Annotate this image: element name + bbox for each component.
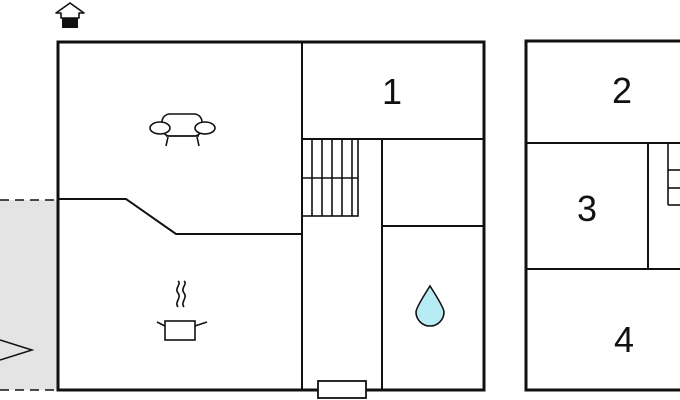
ground-floor-outline [56,40,486,392]
water-drop-icon [415,284,445,327]
sofa-icon [149,113,216,147]
room-number-3: 3 [577,188,597,229]
entrance-door [317,380,367,399]
arrow-icon [0,339,35,361]
room-number-4: 4 [614,319,634,360]
upper-stairs-icon [667,143,680,206]
room-number-2: 2 [612,70,632,111]
cooking-pot-icon [156,280,208,341]
interior-walls [58,42,484,390]
terrace-area [0,199,58,391]
room-number-1: 1 [382,71,402,112]
upper-floor-outline [524,39,680,392]
house-icon [55,2,85,28]
stairs-icon [301,138,359,217]
